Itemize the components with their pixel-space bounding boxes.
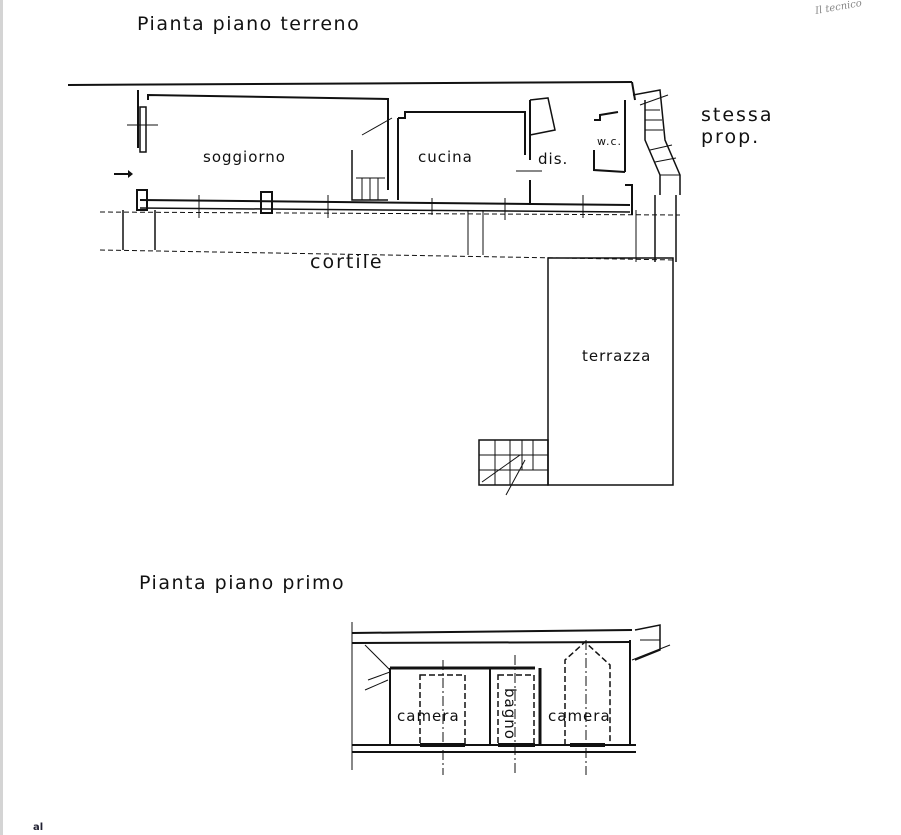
room-camera-right: camera	[548, 707, 611, 725]
first-floor-title: Pianta piano primo	[139, 572, 346, 594]
room-wc: w.c.	[597, 135, 623, 148]
scan-edge	[0, 0, 3, 835]
room-soggiorno: soggiorno	[203, 148, 286, 166]
room-camera-left: camera	[397, 707, 460, 725]
area-terrazza: terrazza	[582, 347, 652, 365]
neighbor-note-line1: stessa	[701, 104, 774, 126]
area-cortile: cortile	[310, 251, 384, 273]
room-cucina: cucina	[418, 148, 473, 166]
first-floor-plan	[351, 622, 671, 775]
room-dis: dis.	[538, 150, 569, 168]
room-bagno: bagno	[500, 688, 519, 740]
corner-mark: al	[33, 822, 44, 833]
ground-floor-title: Pianta piano terreno	[137, 13, 361, 35]
neighbor-note-line2: prop.	[701, 126, 761, 148]
